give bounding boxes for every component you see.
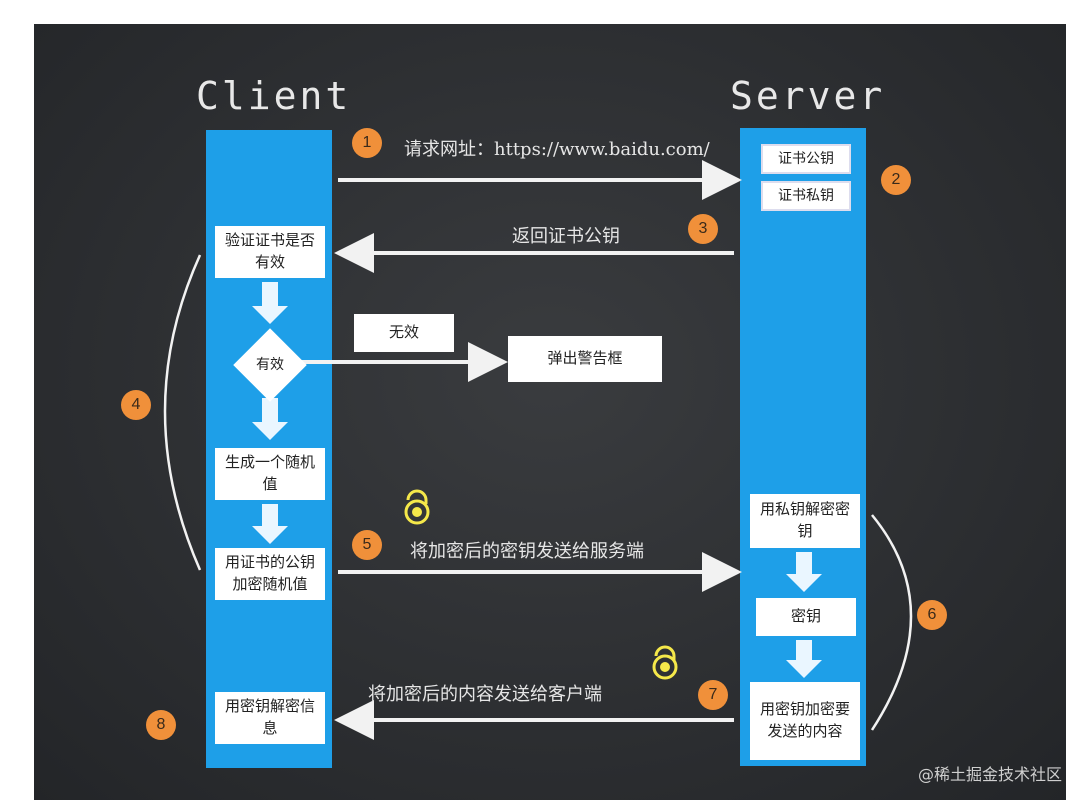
watermark: @稀土掘金技术社区: [917, 765, 1062, 784]
step-badge-5: 5: [352, 530, 382, 560]
client-title: Client: [196, 74, 352, 118]
step-badge-8: 8: [146, 710, 176, 740]
step-badge-3: 3: [688, 214, 718, 244]
step-badge-4: 4: [121, 390, 151, 420]
verify-certificate-box: 验证证书是否有效: [215, 226, 325, 278]
step5-label: 将加密后的密钥发送给服务端: [410, 541, 644, 562]
client-down-arrows: [252, 282, 288, 544]
encrypt-random-box: 用证书的公钥加密随机值: [215, 548, 325, 600]
valid-decision: 有效: [233, 328, 307, 402]
certificate-private-key-box: 证书私钥: [761, 181, 851, 211]
step-badge-6: 6: [917, 600, 947, 630]
certificate-public-key-box: 证书公钥: [761, 144, 851, 174]
step-badge-2: 2: [881, 165, 911, 195]
step-badge-1: 1: [352, 128, 382, 158]
step-badge-7: 7: [698, 680, 728, 710]
invalid-box: 无效: [354, 314, 454, 352]
step7-label: 将加密后的内容发送给客户端: [368, 684, 602, 705]
lock-icon: [404, 489, 430, 525]
lock-icon: [652, 645, 678, 680]
encrypt-content-box: 用密钥加密要发送的内容: [750, 682, 860, 760]
key-box: 密钥: [756, 598, 856, 636]
decrypt-info-box: 用密钥解密信息: [215, 692, 325, 744]
decrypt-key-box: 用私钥解密密钥: [750, 494, 860, 548]
alert-box: 弹出警告框: [508, 336, 662, 382]
step3-label: 返回证书公钥: [512, 226, 620, 247]
generate-random-box: 生成一个随机值: [215, 448, 325, 500]
step1-label: 请求网址：https://www.baidu.com/: [404, 139, 710, 160]
server-title: Server: [730, 74, 886, 118]
bracket-step6: [870, 514, 913, 731]
bracket-step4: [163, 254, 202, 571]
server-down-arrows: [786, 552, 822, 678]
valid-decision-label: 有效: [256, 356, 284, 373]
